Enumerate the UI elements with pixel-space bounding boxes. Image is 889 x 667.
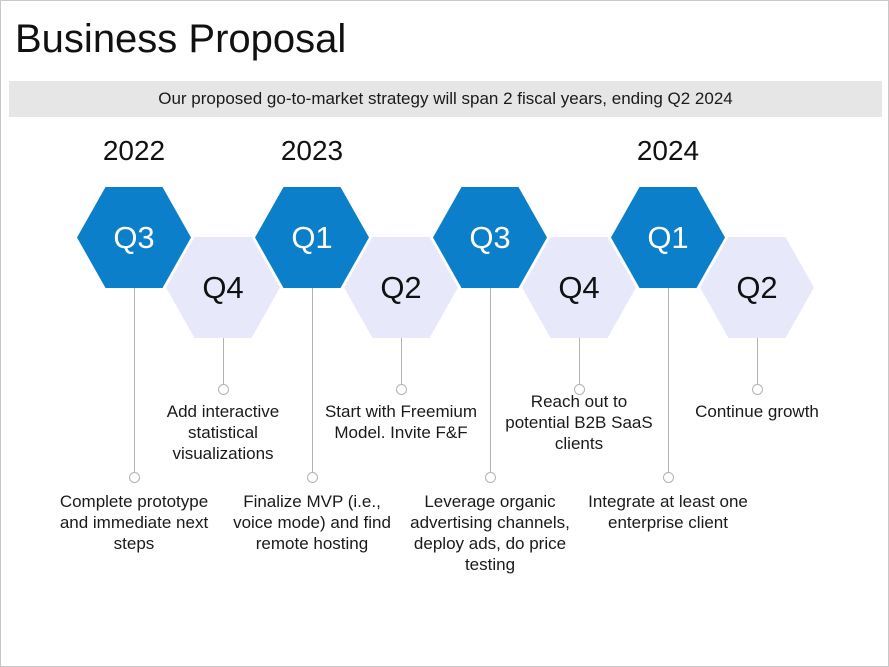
connector-stem-1 [134,288,135,473]
milestone-hex-label-5: Q3 [469,220,511,255]
milestone-hex-label-1: Q3 [113,220,155,255]
milestone-callout-2: Add interactive statistical visualizatio… [166,402,280,463]
connector-dot-3 [307,472,318,483]
year-label-2022: 2022 [102,135,166,166]
year-label-2024: 2024 [636,135,700,166]
milestone-callout-7: Integrate at least one enterprise client [588,492,748,532]
milestone-hex-label-7: Q1 [647,220,689,255]
milestone-hex-3[interactable]: Q1 [255,187,369,288]
connector-stem-5 [490,288,491,473]
connector-stem-8 [757,338,758,385]
milestone-hex-label-3: Q1 [291,220,333,255]
milestone-hex-5[interactable]: Q3 [433,187,547,288]
milestone-hex-label-2: Q4 [202,270,244,305]
milestone-hex-label-6: Q4 [558,270,600,305]
connector-stem-6 [579,338,580,385]
milestone-hex-label-4: Q2 [380,270,422,305]
connector-stem-7 [668,288,669,473]
connector-dot-5 [485,472,496,483]
milestone-hex-6[interactable]: Q4 [522,237,636,338]
milestone-hex-2[interactable]: Q4 [166,237,280,338]
connector-dot-4 [396,384,407,395]
subtitle-band: Our proposed go-to-market strategy will … [9,81,882,117]
page-title: Business Proposal [15,17,347,61]
milestone-hex-8[interactable]: Q2 [700,237,814,338]
connector-dot-7 [663,472,674,483]
milestone-callout-5: Leverage organic advertising channels, d… [410,492,570,574]
milestone-callout-3: Finalize MVP (i.e., voice mode) and find… [233,492,391,553]
milestone-hex-4[interactable]: Q2 [344,237,458,338]
milestone-hex-7[interactable]: Q1 [611,187,725,288]
connector-stem-2 [223,338,224,385]
year-label-2023: 2023 [280,135,344,166]
milestone-callout-8: Continue growth [695,402,819,421]
connector-dot-2 [218,384,229,395]
milestone-callout-1: Complete prototype and immediate next st… [59,492,209,553]
connector-dot-8 [752,384,763,395]
milestone-callout-6: Reach out to potential B2B SaaS clients [505,392,653,453]
milestone-hex-1[interactable]: Q3 [77,187,191,288]
connector-stem-4 [401,338,402,385]
connector-dot-1 [129,472,140,483]
connector-stem-3 [312,288,313,473]
milestone-hex-label-8: Q2 [736,270,778,305]
connector-dot-6 [574,384,585,395]
milestone-callout-4: Start with Freemium Model. Invite F&F [324,402,478,442]
subtitle-text: Our proposed go-to-market strategy will … [158,89,733,108]
